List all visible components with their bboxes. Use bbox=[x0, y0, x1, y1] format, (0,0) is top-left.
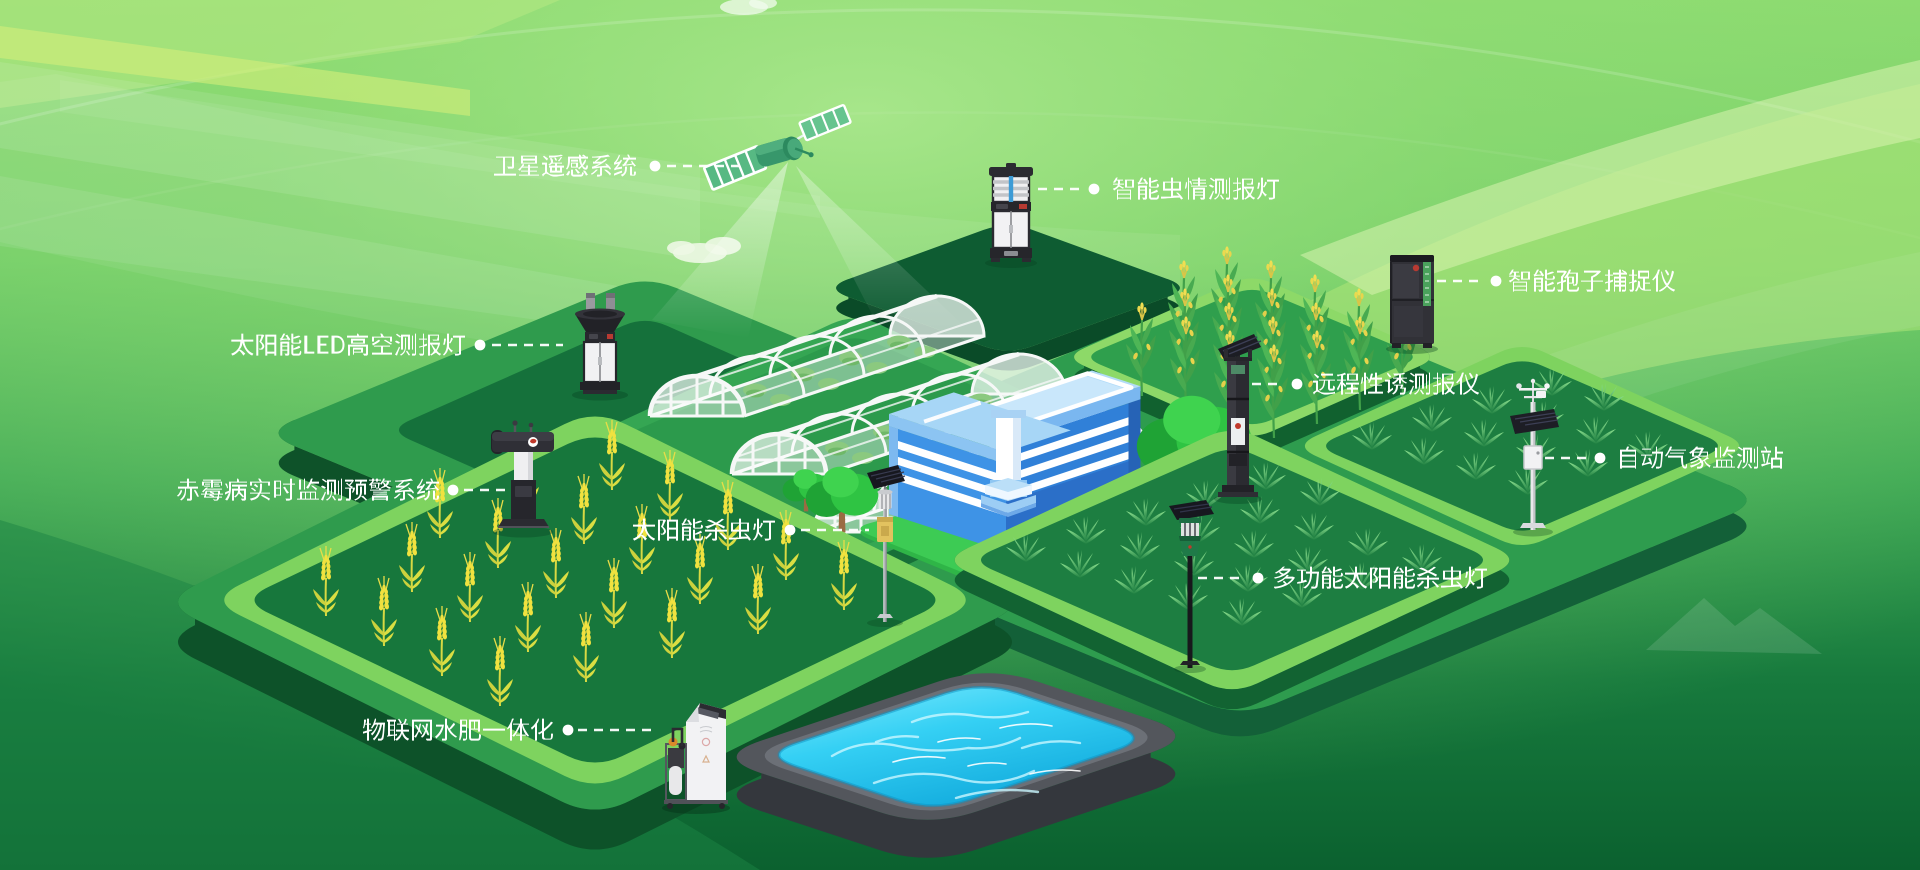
label-text: 智能孢子捕捉仪 bbox=[1508, 269, 1676, 296]
label-text: 卫星遥感系统 bbox=[493, 154, 637, 181]
label-scab-monitoring-system: 赤霉病实时监测预警系统 bbox=[176, 478, 506, 505]
label-text: 智能虫情测报灯 bbox=[1112, 177, 1280, 204]
label-solar-insecticidal-lamp: 太阳能杀虫灯 bbox=[632, 518, 869, 545]
leader-dot bbox=[1252, 572, 1264, 584]
label-text: 远程性诱测报仪 bbox=[1312, 372, 1480, 399]
device-fertigation-machine bbox=[662, 703, 730, 814]
device-multi-kill-lamp bbox=[1169, 500, 1214, 673]
device-insect-monitoring-lamp bbox=[985, 163, 1037, 268]
cloud-small bbox=[720, 0, 777, 15]
label-text: 物联网水肥一体化 bbox=[362, 718, 554, 745]
label-iot-water-fertilizer: 物联网水肥一体化 bbox=[362, 718, 657, 745]
device-weather-station bbox=[1510, 378, 1559, 537]
label-auto-weather-station: 自动气象监测站 bbox=[1545, 446, 1784, 473]
label-multifunction-solar-lamp: 多功能太阳能杀虫灯 bbox=[1198, 566, 1488, 593]
mountain-silhouette bbox=[1646, 598, 1822, 654]
label-satellite-remote-sensing: 卫星遥感系统 bbox=[493, 154, 742, 181]
label-text: 自动气象监测站 bbox=[1616, 446, 1784, 473]
label-text: 太阳能杀虫灯 bbox=[632, 518, 776, 545]
label-text: 赤霉病实时监测预警系统 bbox=[176, 478, 440, 505]
device-pheromone-tower bbox=[1214, 334, 1262, 504]
leader-dot bbox=[1291, 378, 1303, 390]
device-solar-kill-lamp bbox=[867, 465, 906, 627]
labels: 卫星遥感系统 智能虫情测报灯 智能孢子捕捉仪 太阳能LED高空测报灯 远程性诱测… bbox=[176, 154, 1784, 745]
device-scab-monitor bbox=[491, 420, 554, 538]
leader-dot bbox=[474, 339, 486, 351]
label-spore-catcher: 智能孢子捕捉仪 bbox=[1437, 269, 1676, 296]
leader-dot bbox=[649, 160, 661, 172]
label-text: 多功能太阳能杀虫灯 bbox=[1272, 566, 1488, 593]
label-remote-pheromone-monitor: 远程性诱测报仪 bbox=[1252, 372, 1480, 399]
wheat-field bbox=[224, 416, 966, 784]
grass-field-right bbox=[1304, 347, 1740, 545]
leader-dot bbox=[447, 484, 459, 496]
leader-dot bbox=[784, 524, 796, 536]
leader-dot bbox=[1490, 275, 1502, 287]
device-led-high-altitude-lamp bbox=[572, 293, 628, 401]
leader-dot bbox=[1594, 452, 1606, 464]
label-insect-situation-lamp: 智能虫情测报灯 bbox=[1038, 177, 1280, 204]
satellite bbox=[652, 104, 968, 338]
device-spore-catcher bbox=[1386, 255, 1438, 354]
leader-dot bbox=[562, 724, 574, 736]
label-solar-led-high-altitude-lamp: 太阳能LED高空测报灯 bbox=[230, 333, 563, 360]
grass-field-center bbox=[954, 430, 1510, 710]
tree-left bbox=[805, 466, 879, 533]
pool bbox=[736, 673, 1176, 858]
leader-dot bbox=[1088, 183, 1100, 195]
label-text: 太阳能LED高空测报灯 bbox=[230, 333, 469, 360]
satellite-right-panel bbox=[798, 104, 852, 142]
